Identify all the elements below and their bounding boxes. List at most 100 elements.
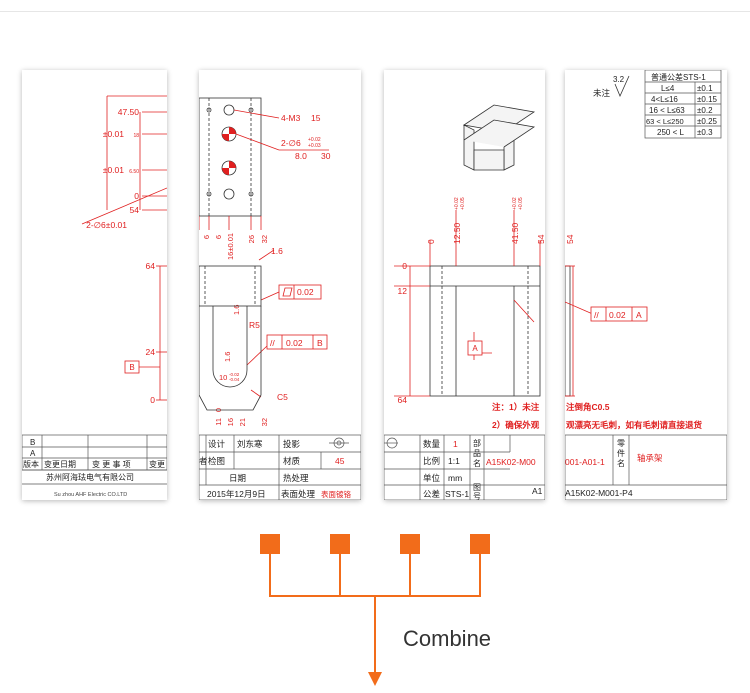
dim-10-tol-b: -0.04 [229,377,240,382]
val-unit: mm [448,473,462,483]
lbl-design: 设计 [208,439,226,449]
sheet-3-drawing: 0 12.50 +0.02 +0.05 41.50 +0.02 +0.05 54… [384,104,545,500]
tol-row-3-l: 16 < L≤63 [649,106,685,115]
drawing-sheet-1: 47.50 ±0.01 18 ±0.01 6.50 0 54 2-∅6±0.01… [22,70,167,500]
note-m3: 4-M3 [281,113,301,123]
company-name-en: Su zhou AHF Electric CO.LTD [54,492,127,498]
note-2-end: 观漂亮无毛刺，如有毛刺请直接退货 [566,420,703,430]
tx-tol-b1: +0.02 [512,197,518,210]
tol-row-5-l: 250 < L [657,128,684,137]
lbl-projection: 投影 [283,439,301,449]
sheet-2-drawing: 4-M3 15 2-∅6 +0.02 +0.03 8.0 30 1.6 R5 C… [199,97,361,500]
val-material: 45 [335,456,345,466]
dim-36: ±0.01 [103,129,124,139]
rev-b: B [30,438,35,447]
val-designer: 刘东寒 [237,439,263,449]
y-dim-24: 24 [146,347,156,357]
tx-12-5: 12.50 [452,222,462,244]
x-dim-16: 16±0.01 [226,233,235,260]
lbl-check: 检图 [208,456,225,466]
svg-text:0.02: 0.02 [297,287,314,297]
roughness-note: 未注 [593,88,611,98]
node-1 [260,534,280,554]
radius: R5 [249,320,260,330]
lbl-draw-1: 图 [473,483,481,492]
node-4 [470,534,490,554]
chamfer: C5 [277,392,288,402]
drawing-sheet-3: 0 12.50 +0.02 +0.05 41.50 +0.02 +0.05 54… [384,70,545,500]
tol-row-1-l: L≤4 [661,84,675,93]
datum-b: B [129,363,134,372]
bx-32: 32 [260,418,269,426]
bx-16: 16 [226,418,235,426]
part-name: 轴承架 [637,453,663,463]
tx-54: 54 [536,234,545,244]
tol-row-2-l: 4<L≤16 [651,95,678,104]
svg-text:0.02: 0.02 [286,338,303,348]
tol-title: 普通公差STS-1 [651,72,706,82]
tol-row-4-l: 63 < L≤250 [646,117,684,126]
hdr-date: 变更日期 [44,459,76,469]
tx-tol-b2: +0.05 [518,197,524,210]
flatness-frame: 0.02 [278,284,322,300]
lbl-unit: 单位 [423,473,441,483]
lbl-part-1: 部 [473,438,481,448]
dim-10-tol-a: -0.02 [229,372,240,377]
part-lbl-3: 名 [617,458,625,468]
x-dim-32: 32 [260,235,269,243]
hole-note: 2-∅6±0.01 [86,220,127,230]
combine-label: Combine [403,626,492,651]
bx-11: 11 [214,418,223,426]
val-tol: STS-1 [445,489,469,499]
lbl-surface: 表面处理 [281,489,316,499]
note-1-end: 注倒角C0.5 [566,402,610,412]
tol-row-5-v: ±0.3 [697,128,713,137]
lbl-date: 日期 [229,473,246,483]
note-1: 注：1）未注 [492,402,540,412]
ty-64: 64 [398,395,408,405]
x-dim-6b: 6 [214,235,223,239]
hdr-item: 变 更 事 项 [92,459,131,469]
dim-18-tol: 6.50 [129,169,139,175]
tol-row-1-v: ±0.1 [697,84,713,93]
company-name: 苏州阿海珐电气有限公司 [46,472,134,482]
hdr-change: 变更 [149,459,165,469]
roughness: 1.6 [271,246,283,256]
val-date: 2015年12月9日 [207,489,266,499]
y-dim-0: 0 [150,395,155,405]
v-dim-54: 54 [565,234,575,244]
val-qty: 1 [453,439,458,449]
note-depth: 8.0 [295,151,307,161]
note-pin: 2-∅6 [281,138,301,148]
drawing-number: A15K02-M001-P4 [565,488,633,498]
sheet-4-drawing: 3.2 未注 普通公差STS-1 L≤4 ±0.1 4<L≤16 ±0.15 1… [565,70,727,500]
bx-21: 21 [238,418,247,426]
sheet-1-drawing: 47.50 ±0.01 18 ±0.01 6.50 0 54 2-∅6±0.01… [22,95,167,498]
part-code: 001-A01-1 [565,457,605,467]
node-2 [330,534,350,554]
tol-row-4-v: ±0.25 [697,117,718,126]
hdr-version: 版本 [23,459,39,469]
note-pin-tol-a: +0.02 [308,137,321,143]
isometric-view [462,104,536,171]
projection-symbol-2 [384,437,398,449]
ty-0: 0 [402,261,407,271]
hole-marker-1 [221,126,237,142]
ty-12: 12 [398,286,408,296]
val-draw: A1 [532,486,543,496]
svg-text://: // [270,338,275,348]
lbl-qty: 数量 [423,439,441,449]
x-dim-6a: 6 [202,235,211,239]
dim-1-6a: 1.6 [232,305,241,315]
arrow-down-icon [368,672,382,686]
rev-a: A [30,449,36,458]
node-3 [400,534,420,554]
lbl-part-2: 品 [473,449,481,458]
projection-symbol [329,437,349,449]
lbl-scale: 比例 [423,456,440,466]
tx-tol-a1: +0.02 [454,197,460,210]
drawing-sheet-2: 4-M3 15 2-∅6 +0.02 +0.03 8.0 30 1.6 R5 C… [199,70,361,500]
y-dim-64: 64 [146,261,156,271]
dim-36-tol: 18 [133,133,139,139]
drawing-sheet-4: 3.2 未注 普通公差STS-1 L≤4 ±0.1 4<L≤16 ±0.15 1… [565,70,727,500]
